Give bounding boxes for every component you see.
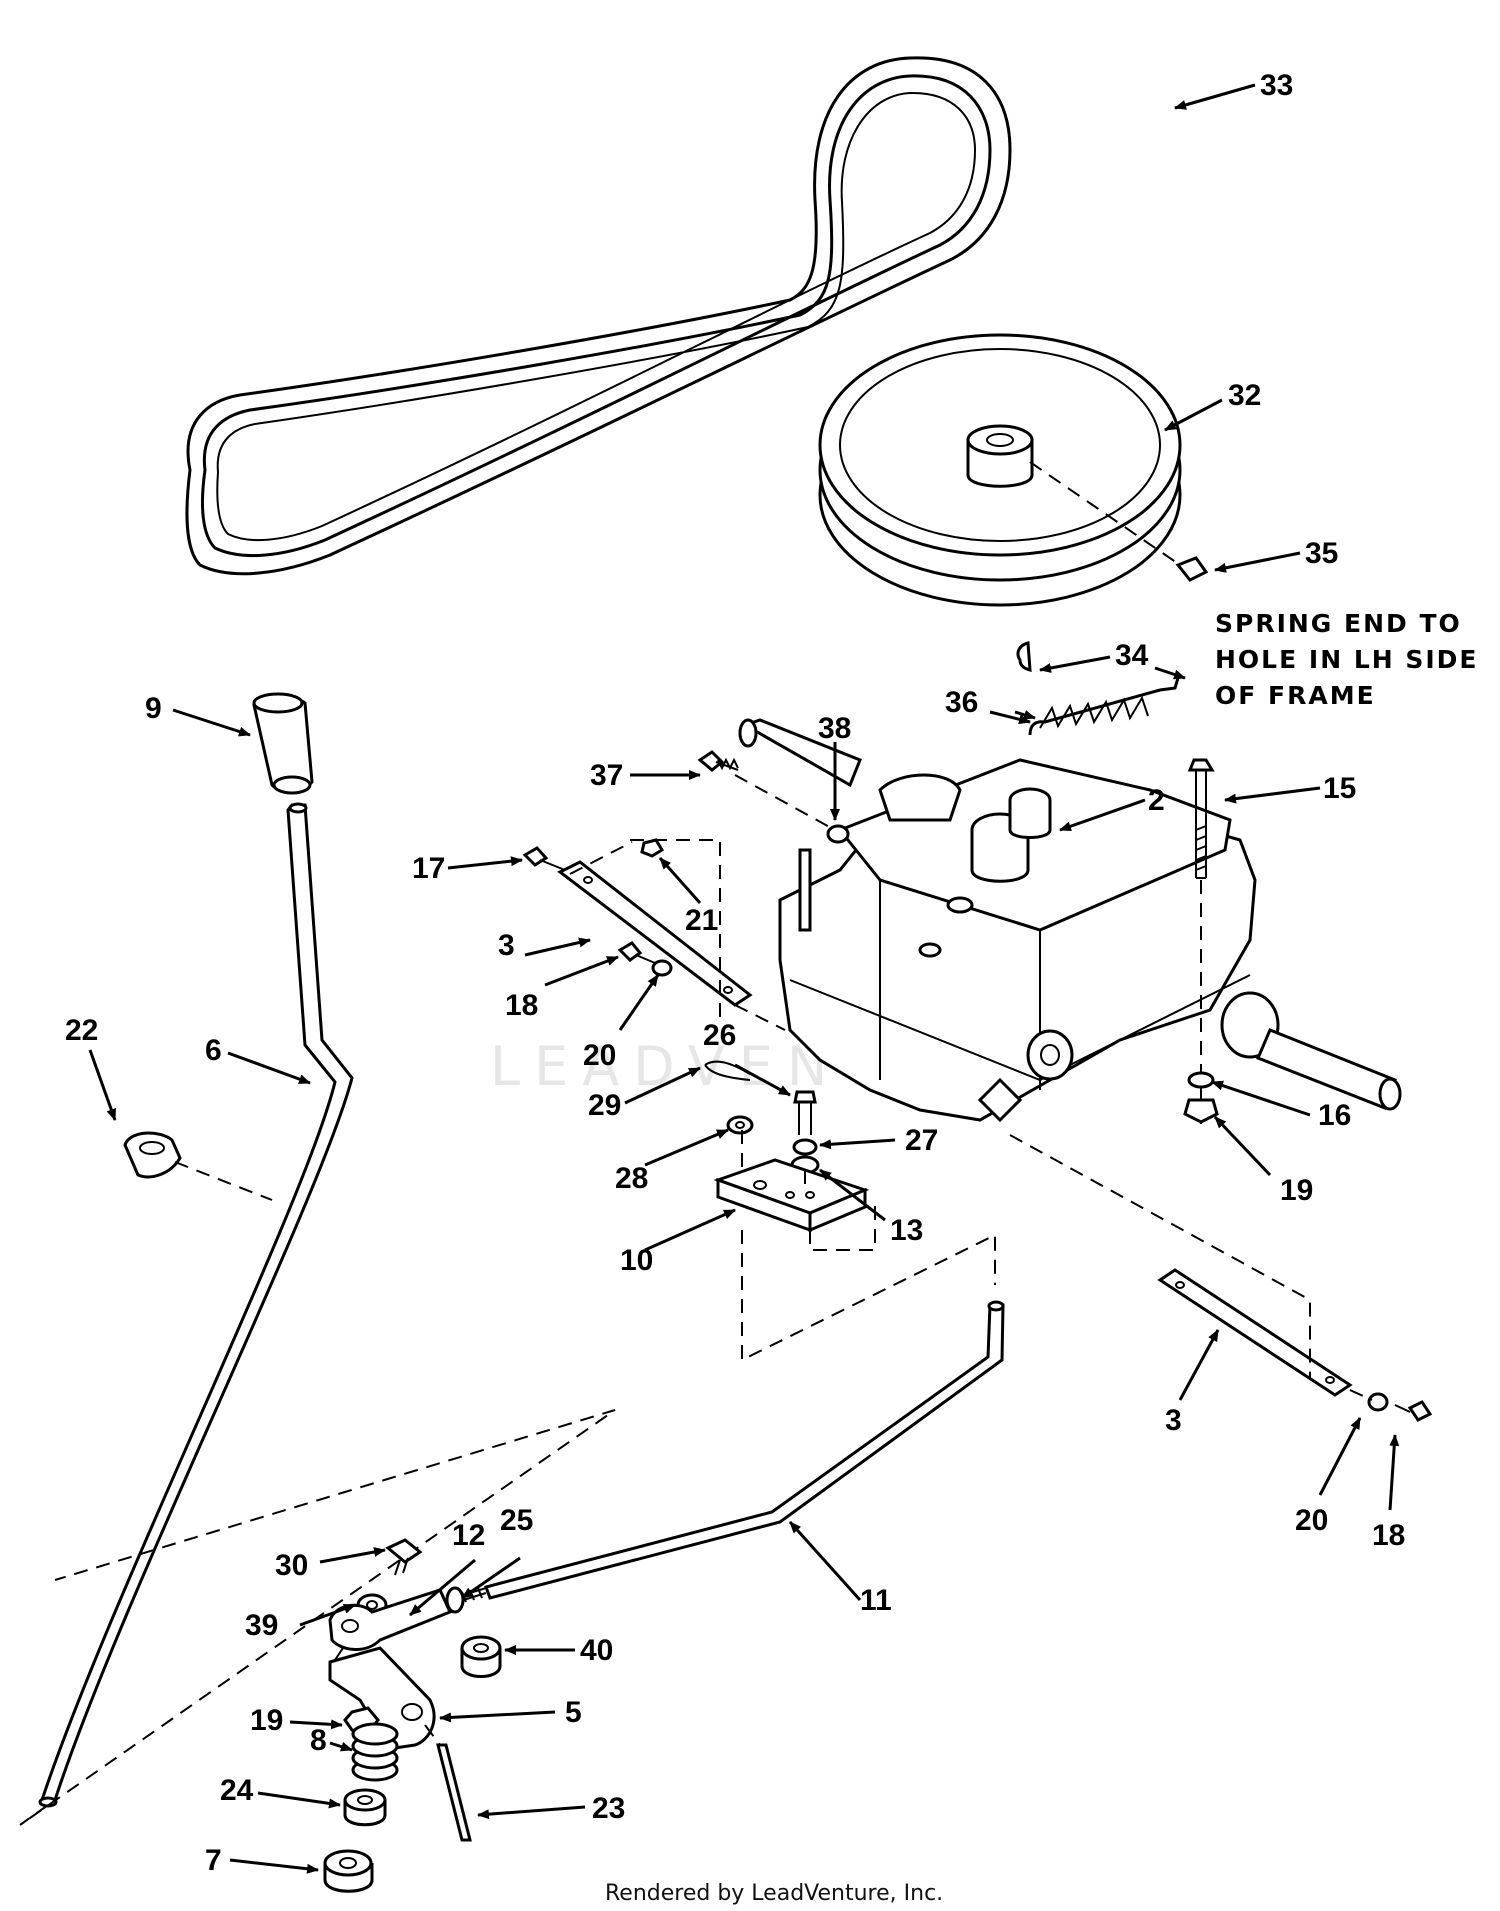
transaxle (738, 718, 1402, 1123)
callout-17: 17 (412, 852, 445, 885)
bolt-30 (385, 1538, 423, 1576)
callout-3-upper: 3 (498, 929, 515, 962)
lever-clip (123, 1131, 182, 1179)
drive-belt (185, 56, 1012, 576)
knob-nut-7 (323, 1849, 374, 1893)
callout-25: 25 (500, 1504, 533, 1537)
bracket-lower (1157, 1268, 1353, 1397)
washer-20-lower (1367, 1392, 1389, 1412)
washer-24 (343, 1788, 387, 1827)
shift-lever (38, 802, 354, 1808)
callout-28: 28 (615, 1162, 648, 1195)
bolt-18-lower (1394, 1400, 1433, 1422)
callout-33: 33 (1260, 69, 1293, 102)
mounting-plate-10 (713, 1158, 870, 1233)
callout-22: 22 (65, 1014, 98, 1047)
spring-8 (351, 1722, 399, 1782)
bolt-15 (1187, 758, 1215, 879)
callout-9: 9 (145, 692, 162, 725)
roll-pin-23 (436, 1743, 472, 1842)
callout-12: 12 (452, 1519, 485, 1552)
callout-15: 15 (1323, 772, 1356, 805)
callout-10: 10 (620, 1244, 653, 1277)
callout-21: 21 (685, 904, 718, 937)
shift-knob (252, 692, 314, 795)
callout-3-lower: 3 (1165, 1404, 1182, 1437)
callout-2: 2 (1148, 784, 1165, 817)
callout-24: 24 (220, 1774, 254, 1807)
callout-20-upper: 20 (583, 1039, 616, 1072)
callout-32: 32 (1228, 379, 1261, 412)
spring (1028, 677, 1180, 736)
pin-25 (445, 1586, 465, 1614)
callout-40: 40 (580, 1634, 613, 1667)
callout-18-lower: 18 (1372, 1519, 1405, 1552)
callout-19-upper: 19 (1280, 1174, 1313, 1207)
nut-19-upper (1183, 1098, 1219, 1124)
callout-26: 26 (703, 1019, 736, 1052)
callout-16: 16 (1318, 1099, 1351, 1132)
spring-note: SPRING END TO HOLE IN LH SIDE OF FRAME (1215, 609, 1479, 710)
bolt-37 (697, 750, 739, 772)
callout-11: 11 (860, 1584, 892, 1617)
leader-arrows (88, 83, 1400, 1874)
washer-28 (726, 1115, 754, 1135)
callout-19-lower: 19 (250, 1704, 283, 1737)
callout-13: 13 (890, 1214, 923, 1247)
callout-37: 37 (590, 759, 623, 792)
bolt-26 (793, 1090, 817, 1135)
callout-8: 8 (310, 1724, 327, 1757)
callout-6: 6 (205, 1034, 222, 1067)
callout-38: 38 (818, 712, 851, 745)
bolt-18-upper (617, 941, 656, 964)
callout-18-upper: 18 (505, 989, 538, 1022)
washer-20-upper (651, 959, 673, 977)
callout-39: 39 (245, 1609, 278, 1642)
callout-7: 7 (205, 1844, 222, 1877)
shift-rod (459, 1300, 1005, 1603)
callout-labels: 33 32 35 34 36 9 38 37 15 2 17 21 3 18 2… (65, 69, 1405, 1877)
callout-20-lower: 20 (1295, 1504, 1328, 1537)
nut-38 (826, 824, 850, 844)
collar-40 (460, 1635, 502, 1678)
note-line-2: HOLE IN LH SIDE (1215, 645, 1479, 674)
callout-36: 36 (945, 686, 978, 719)
callout-23: 23 (592, 1792, 625, 1825)
render-credit: Rendered by LeadVenture, Inc. (605, 1881, 943, 1906)
callout-35: 35 (1305, 537, 1338, 570)
lock-washer-27 (792, 1138, 818, 1156)
bolt-17 (522, 846, 566, 871)
callout-34: 34 (1115, 639, 1149, 672)
key (1016, 641, 1032, 672)
bracket-upper (557, 860, 753, 1007)
pulley (818, 333, 1182, 607)
callout-29: 29 (588, 1089, 621, 1122)
nut-21 (640, 838, 665, 858)
set-screw (1175, 556, 1209, 582)
swivel-12 (328, 1588, 453, 1651)
callout-30: 30 (275, 1549, 308, 1582)
washer-16 (1187, 1071, 1215, 1089)
callout-5: 5 (565, 1696, 582, 1729)
note-line-1: SPRING END TO (1215, 609, 1462, 638)
note-line-3: OF FRAME (1215, 681, 1376, 710)
callout-27: 27 (905, 1124, 938, 1157)
